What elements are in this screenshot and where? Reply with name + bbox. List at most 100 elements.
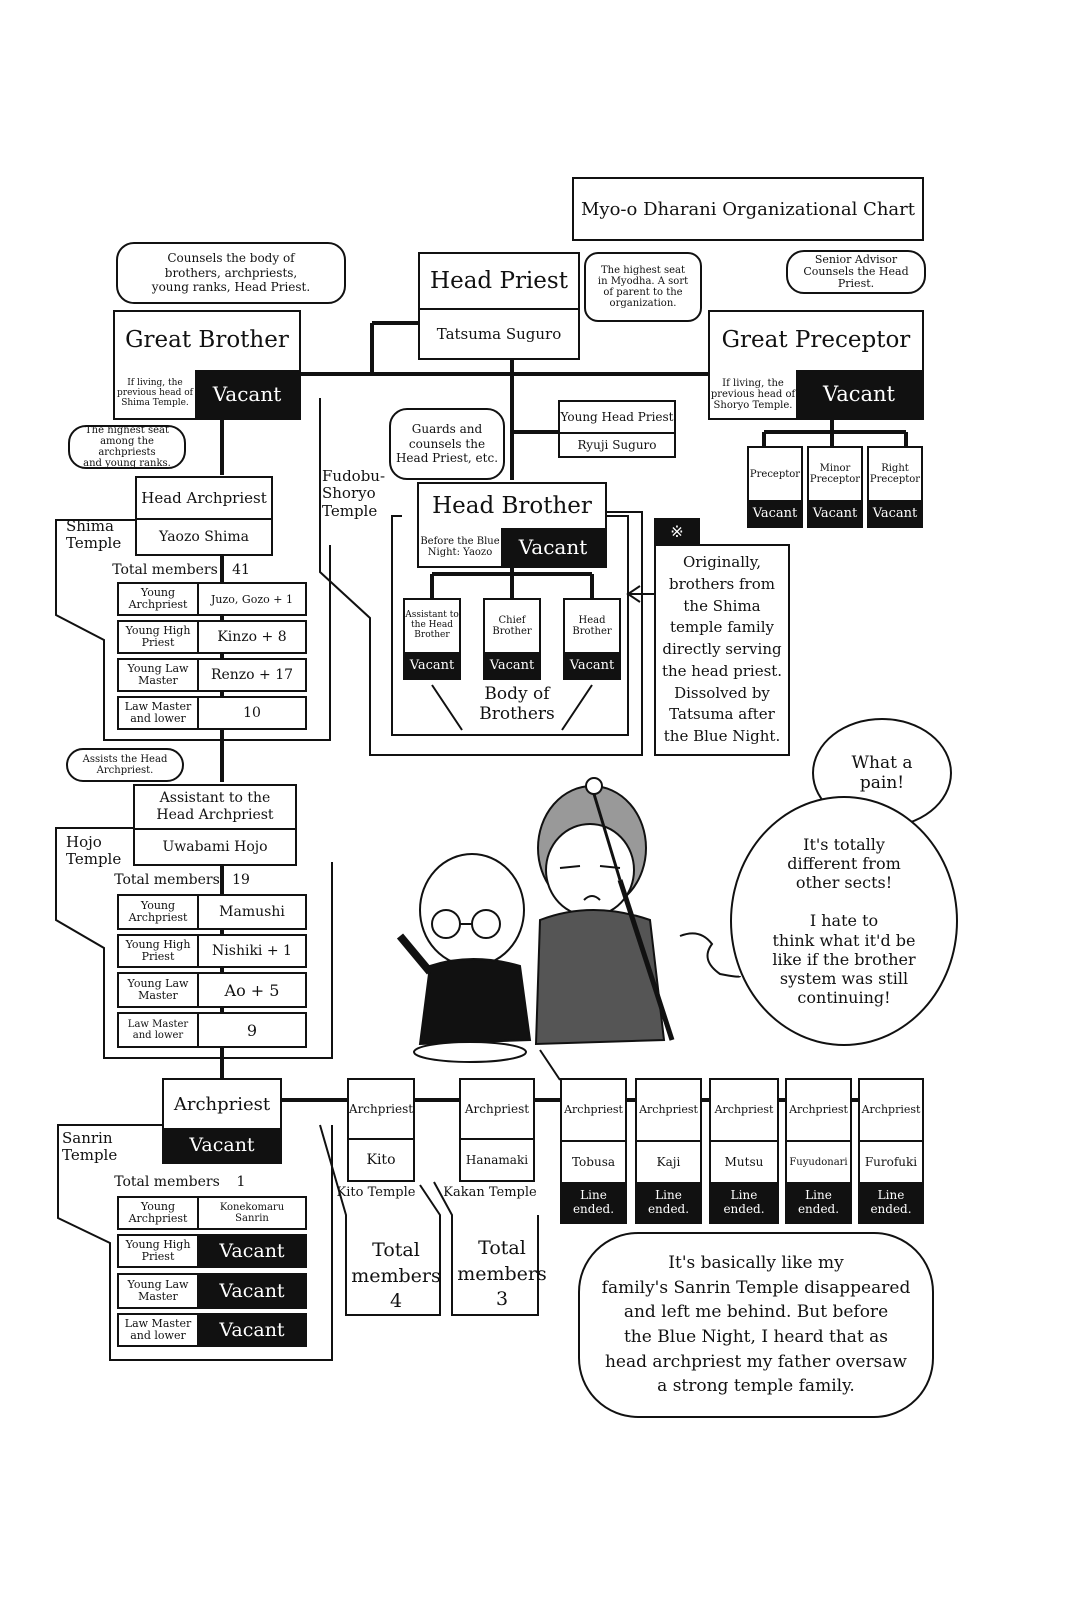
head-priest-note: The highest seat in Myodha. A sort of pa… (584, 252, 702, 322)
rank-label: Young Law Master (119, 974, 199, 1006)
sanrin-archpriest-title: Archpriest (173, 1093, 271, 1115)
speech-bubble-sanrin: It's basically like my family's Sanrin T… (578, 1232, 934, 1418)
sanrin-row: Young Law Master Vacant (117, 1273, 307, 1309)
rank-value: Kinzo + 8 (217, 629, 287, 645)
rank-value: Nishiki + 1 (212, 943, 292, 959)
kito-archpriest-box: Archpriest Kito (347, 1078, 415, 1182)
sanrin-total: 1 (236, 1174, 246, 1190)
rank-value: Mamushi (219, 904, 285, 920)
hojo-row: Young Law Master Ao + 5 (117, 972, 307, 1008)
rank-label: Law Master and lower (119, 698, 199, 728)
assistant-archpriest-box: Assistant to the Head Archpriest Uwabami… (133, 784, 297, 866)
hojo-temple-label: Hojo Temple (66, 833, 122, 869)
shima-row: Young Law Master Renzo + 17 (117, 658, 307, 692)
hojo-total-label: Total members (114, 872, 220, 888)
head-brother-note: Guards and counsels the Head Priest, etc… (389, 408, 505, 480)
assistant-head-brother-label: Assistant to the Head Brother (405, 610, 459, 640)
rank-label: Young Law Master (119, 660, 199, 690)
head-brother-sub-status: Vacant (565, 652, 619, 678)
assistant-archpriest-title: Assistant to the Head Archpriest (135, 786, 295, 830)
hojo-row: Young Archpriest Mamushi (117, 894, 307, 930)
ended-archpriest-name: Kaji (656, 1155, 681, 1169)
sanrin-row: Young Archpriest Konekomaru Sanrin (117, 1196, 307, 1230)
ended-archpriest-title: Archpriest (637, 1080, 700, 1142)
footnote-mark: ※ (654, 518, 700, 544)
kito-total: Total members 4 (351, 1239, 441, 1313)
assistant-head-brother-status: Vacant (405, 652, 459, 678)
rank-label: Young Archpriest (119, 1198, 199, 1228)
rank-label: Young Law Master (119, 1275, 199, 1307)
head-archpriest-name: Yaozo Shima (159, 529, 249, 545)
hojo-row: Law Master and lower 9 (117, 1012, 307, 1048)
rank-label: Law Master and lower (119, 1315, 199, 1345)
ended-archpriest-status: Line ended. (637, 1182, 700, 1222)
fudobu-temple-label: Fudobu- Shoryo Temple (322, 467, 386, 520)
rank-value: Juzo, Gozo + 1 (211, 592, 293, 606)
head-brother-status: Vacant (501, 528, 605, 566)
kakan-total: Total members 3 (457, 1237, 547, 1311)
preceptor-box: Preceptor Vacant (747, 446, 803, 528)
ended-archpriest-title: Archpriest (711, 1080, 777, 1142)
sanrin-total-label: Total members (114, 1174, 220, 1190)
great-preceptor-note: Senior Advisor Counsels the Head Priest. (786, 250, 926, 294)
footnote-box: Originally, brothers from the Shima temp… (654, 544, 790, 756)
great-preceptor-box: Great Preceptor If living, the previous … (708, 310, 924, 420)
rank-value: Vacant (199, 1315, 305, 1345)
ended-archpriest-name: Furofuki (864, 1155, 918, 1169)
ended-archpriest-box: Archpriest Mutsu Line ended. (709, 1078, 779, 1224)
head-priest-title: Head Priest (420, 254, 578, 310)
rank-label: Young High Priest (119, 622, 199, 652)
ended-archpriest-name: Mutsu (724, 1155, 764, 1169)
head-brother-title: Head Brother (432, 493, 592, 519)
ended-archpriest-box: Archpriest Furofuki Line ended. (858, 1078, 924, 1224)
ended-archpriest-name: Fuyudonari (789, 1156, 848, 1168)
great-brother-sub: If living, the previous head of Shima Te… (117, 378, 193, 408)
sanrin-archpriest-status: Vacant (164, 1128, 280, 1162)
kakan-archpriest-name: Hanamaki (465, 1153, 529, 1167)
assistant-archpriest-name: Uwabami Hojo (162, 839, 268, 855)
rank-value: 9 (246, 1020, 258, 1040)
minor-preceptor-status: Vacant (809, 500, 861, 526)
preceptor-status: Vacant (749, 500, 801, 526)
great-preceptor-title: Great Preceptor (721, 327, 911, 353)
ended-archpriest-title: Archpriest (860, 1080, 922, 1142)
rank-label: Law Master and lower (119, 1014, 199, 1046)
rank-value: Vacant (199, 1275, 305, 1307)
shima-total-label: Total members (112, 562, 218, 578)
rank-label: Young Archpriest (119, 584, 199, 614)
rank-value: Vacant (199, 1236, 305, 1266)
kito-temple-label: Kito Temple (336, 1185, 416, 1200)
ended-archpriest-box: Archpriest Fuyudonari Line ended. (785, 1078, 852, 1224)
preceptor-label: Preceptor (749, 468, 801, 480)
right-preceptor-label: Right Preceptor (869, 463, 921, 485)
head-brother-sub: Before the Blue Night: Yaozo (420, 536, 500, 558)
ended-archpriest-title: Archpriest (562, 1080, 625, 1142)
shima-row: Young Archpriest Juzo, Gozo + 1 (117, 582, 307, 616)
kakan-temple-label: Kakan Temple (443, 1185, 537, 1200)
shima-row: Young High Priest Kinzo + 8 (117, 620, 307, 654)
shima-temple-label: Shima Temple (66, 517, 122, 553)
ended-archpriest-status: Line ended. (787, 1182, 850, 1222)
shima-row: Law Master and lower 10 (117, 696, 307, 730)
chief-brother-label: Chief Brother (492, 615, 532, 637)
chief-brother-status: Vacant (485, 652, 539, 678)
rank-label: Young High Priest (119, 1236, 199, 1266)
rank-value: Konekomaru Sanrin (219, 1202, 285, 1224)
kito-archpriest-title: Archpriest (349, 1080, 413, 1140)
great-preceptor-status: Vacant (796, 370, 922, 418)
rank-value: Ao + 5 (224, 980, 280, 1000)
great-brother-title: Great Brother (125, 327, 289, 353)
shima-total: 41 (232, 562, 250, 578)
rank-value: Renzo + 17 (210, 667, 294, 683)
minor-preceptor-box: Minor Preceptor Vacant (807, 446, 863, 528)
chief-brother-box: Chief Brother Vacant (483, 598, 541, 680)
head-brother-sub-label: Head Brother (572, 615, 612, 637)
ended-archpriest-title: Archpriest (787, 1080, 850, 1142)
head-priest-name: Tatsuma Suguro (436, 325, 562, 343)
young-head-priest-name: Ryuji Suguro (577, 438, 657, 452)
assistant-archpriest-note: Assists the Head Archpriest. (66, 748, 184, 782)
sanrin-row: Law Master and lower Vacant (117, 1313, 307, 1347)
kakan-archpriest-box: Archpriest Hanamaki (459, 1078, 535, 1182)
assistant-head-brother-box: Assistant to the Head Brother Vacant (403, 598, 461, 680)
great-brother-status: Vacant (195, 370, 299, 418)
